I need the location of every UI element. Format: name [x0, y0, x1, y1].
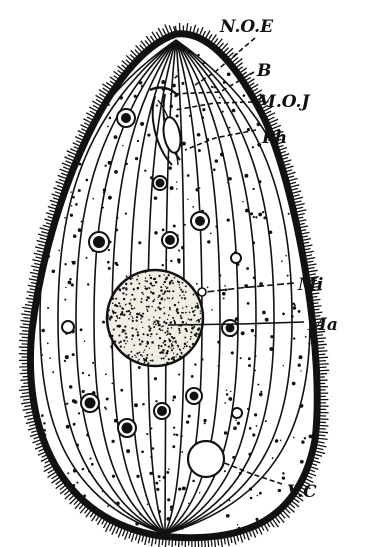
macronucleus: [107, 270, 203, 366]
label-ph: Ph: [261, 128, 287, 148]
label-mi: Mi: [297, 275, 323, 295]
label-vc: V.C: [287, 482, 317, 502]
micronucleus: [198, 288, 206, 296]
label-ma: Ma: [307, 315, 338, 335]
contractile-vacuole: [188, 441, 224, 477]
label-moj: M.O.J: [256, 92, 310, 112]
label-noe: N.O.E: [219, 17, 274, 37]
label-b: B: [256, 61, 271, 81]
